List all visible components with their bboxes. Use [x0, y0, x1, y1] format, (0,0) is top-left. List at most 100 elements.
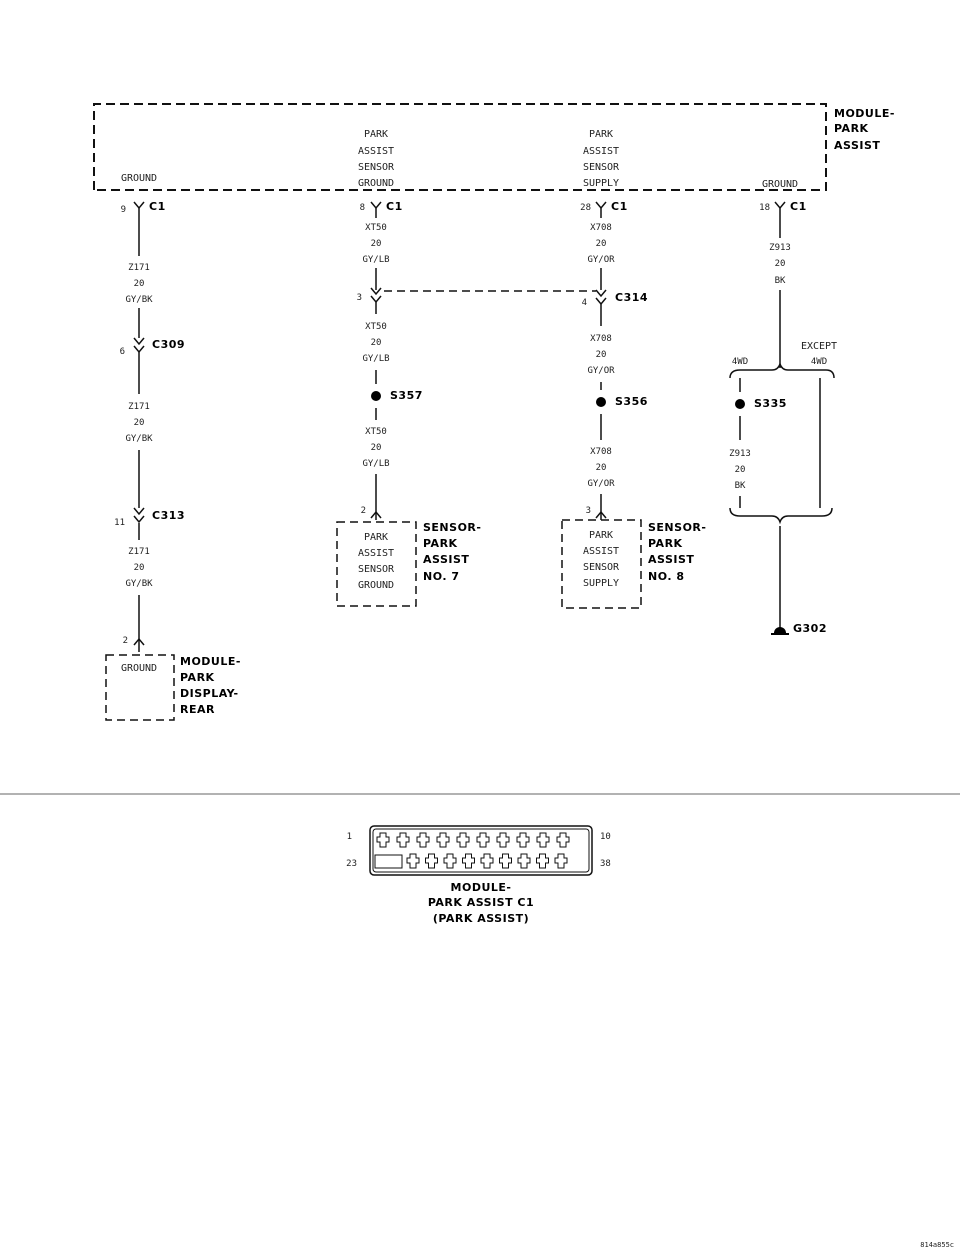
connector-cavity: [476, 832, 490, 848]
sensor7-text-1: PARK: [364, 532, 388, 543]
pin-label-sensor-supply-1: PARK: [589, 129, 613, 140]
sensor8-text-4: SUPPLY: [583, 578, 619, 589]
cavity-row-bottom: [406, 853, 568, 869]
wire-color: GY/OR: [587, 366, 615, 376]
pin-label-sensor-ground-1: PARK: [364, 129, 388, 140]
connector-cavity: [396, 832, 410, 848]
wire-gauge: 20: [134, 418, 145, 428]
wire-gauge: 20: [596, 239, 607, 249]
pin-label-sensor-supply-2: ASSIST: [583, 146, 619, 157]
display-module-title-2: PARK: [180, 671, 215, 684]
sensor8-title-3: ASSIST: [648, 553, 694, 566]
connector-pin-tl: 1: [347, 832, 352, 842]
connector-pin: 11: [114, 518, 125, 528]
sensor8-title-1: SENSOR-: [648, 521, 706, 534]
connector-cavity: [517, 853, 531, 869]
connector-cavity: [554, 853, 568, 869]
pin-label-sensor-supply-4: SUPPLY: [583, 178, 619, 189]
c1-pin-number: 28: [580, 203, 591, 213]
connector-pin: 6: [120, 347, 125, 357]
module-park-display-rear: GROUND MODULE- PARK DISPLAY- REAR: [105, 654, 241, 721]
sensor-park-assist-no-7: PARK ASSIST SENSOR GROUND SENSOR- PARK A…: [336, 521, 481, 607]
connector-cavity: [436, 832, 450, 848]
connector-cavity: [516, 832, 530, 848]
wire-color: GY/BK: [125, 295, 153, 305]
wire-gauge: 20: [596, 350, 607, 360]
connector-cavity: [536, 832, 550, 848]
wire-gauge: 20: [371, 239, 382, 249]
c1-connector-name: C1: [790, 200, 807, 213]
wire-gauge: 20: [775, 259, 786, 269]
pin-label-sensor-ground-2: ASSIST: [358, 146, 394, 157]
wire-gauge: 20: [134, 563, 145, 573]
splice-s335-dot: [735, 399, 745, 409]
sensor7-title-4: NO. 7: [423, 570, 459, 583]
c1-pin-number: 18: [759, 203, 770, 213]
splice-s357-label: S357: [390, 389, 423, 402]
c1-connector-name: C1: [386, 200, 403, 213]
connector-cavity: [499, 853, 512, 869]
connector-c314-pin-right: 4: [582, 298, 587, 308]
c1-pin-9: 9 C1: [121, 200, 166, 216]
wire-code: Z913: [769, 243, 791, 253]
connector-cavity: [406, 853, 420, 869]
sensor7-pin: 2: [361, 506, 366, 516]
sensor8-pin: 3: [586, 506, 591, 516]
wire-code: Z171: [128, 263, 150, 273]
connector-cavity: [376, 832, 390, 848]
connector-title-3: (PARK ASSIST): [433, 912, 529, 925]
sensor7-text-4: GROUND: [358, 580, 394, 591]
sensor8-title-4: NO. 8: [648, 570, 684, 583]
figure-id: 814a855c: [920, 1241, 954, 1249]
pin-label-ground-left: GROUND: [121, 173, 157, 184]
splice-s357-dot: [371, 391, 381, 401]
sensor7-title-3: ASSIST: [423, 553, 469, 566]
pin-label-ground-right: GROUND: [762, 179, 798, 190]
connector-pin-br: 38: [600, 859, 611, 869]
wire-code: X708: [590, 223, 612, 233]
splice-s335-label: S335: [754, 397, 787, 410]
wire-code: X708: [590, 334, 612, 344]
circuit-z913: Z913 20 BK 4WD EXCEPT 4WD S335 Z913 20 B…: [729, 215, 837, 635]
wire-code: XT50: [365, 427, 387, 437]
sensor7-text-2: ASSIST: [358, 548, 394, 559]
module-park-assist-title-3: ASSIST: [834, 139, 880, 152]
connector-c313: 11 C313: [114, 507, 185, 528]
sensor8-text-3: SENSOR: [583, 562, 620, 573]
option-brace-top: [729, 361, 835, 379]
wire-code: Z171: [128, 402, 150, 412]
connector-cavity: [462, 853, 475, 869]
wire-color: BK: [735, 481, 746, 491]
sensor-park-assist-no-8: PARK ASSIST SENSOR SUPPLY SENSOR- PARK A…: [561, 519, 706, 609]
connector-title-1: MODULE-: [451, 881, 512, 894]
circuit-xt50: XT50 20 GY/LB 3 XT50 20 GY/LB S357 XT50 …: [357, 215, 423, 520]
connector-cavity: [425, 853, 438, 869]
connector-key: [374, 854, 403, 869]
wire-color: GY/OR: [587, 255, 615, 265]
c1-pin-28: 28 C1: [580, 200, 627, 216]
wire-code: Z913: [729, 449, 751, 459]
c1-connector-name: C1: [149, 200, 166, 213]
sensor8-text-1: PARK: [589, 530, 613, 541]
wire-code: Z171: [128, 547, 150, 557]
wire-code: XT50: [365, 322, 387, 332]
wire-code: XT50: [365, 223, 387, 233]
connector-title-2: PARK ASSIST C1: [428, 896, 534, 909]
connector-cavity: [480, 853, 494, 869]
connector-pin-tr: 10: [600, 832, 611, 842]
splice-s356-dot: [596, 397, 606, 407]
sensor8-text-2: ASSIST: [583, 546, 619, 557]
wire-gauge: 20: [371, 443, 382, 453]
option-right-label-2: 4WD: [811, 357, 827, 367]
module-park-assist-title-1: MODULE-: [834, 107, 895, 120]
connector-cavity: [556, 832, 570, 848]
wire-color: GY/BK: [125, 434, 153, 444]
sensor7-text-3: SENSOR: [358, 564, 395, 575]
ground-g302: G302: [771, 622, 827, 635]
c1-pin-8: 8 C1: [360, 200, 403, 216]
display-module-pin: 2: [123, 636, 128, 646]
pin-label-sensor-ground-4: GROUND: [358, 178, 394, 189]
display-module-title-1: MODULE-: [180, 655, 241, 668]
connector-pin-bl: 23: [346, 859, 357, 869]
